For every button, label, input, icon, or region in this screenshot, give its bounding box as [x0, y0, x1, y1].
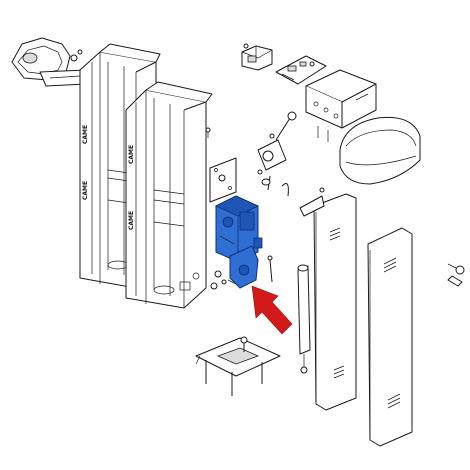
cabinet-housing-right	[125, 81, 213, 309]
release-lever	[257, 111, 297, 197]
arrow-up-left-icon	[251, 285, 293, 335]
side-panel-right	[367, 227, 413, 447]
plate-bracket	[209, 157, 237, 203]
side-panel-left	[299, 187, 357, 411]
control-board	[275, 55, 327, 85]
screw-small	[205, 127, 211, 138]
bracket-top-left	[11, 37, 87, 87]
gearmotor-fasteners	[210, 255, 273, 290]
foundation-plate	[195, 336, 281, 396]
control-box	[305, 69, 377, 142]
brand-mark: CAME	[82, 181, 89, 200]
brand-marks: CAME CAME CAME CAME	[82, 125, 135, 230]
gearmotor-highlighted	[215, 195, 263, 289]
brand-mark: CAME	[82, 125, 89, 144]
balancing-spring	[297, 264, 311, 374]
brand-mark: CAME	[128, 145, 135, 164]
transformer	[241, 43, 273, 71]
top-cover	[339, 116, 421, 185]
end-fitting-right	[447, 263, 465, 287]
brand-mark: CAME	[128, 211, 135, 230]
